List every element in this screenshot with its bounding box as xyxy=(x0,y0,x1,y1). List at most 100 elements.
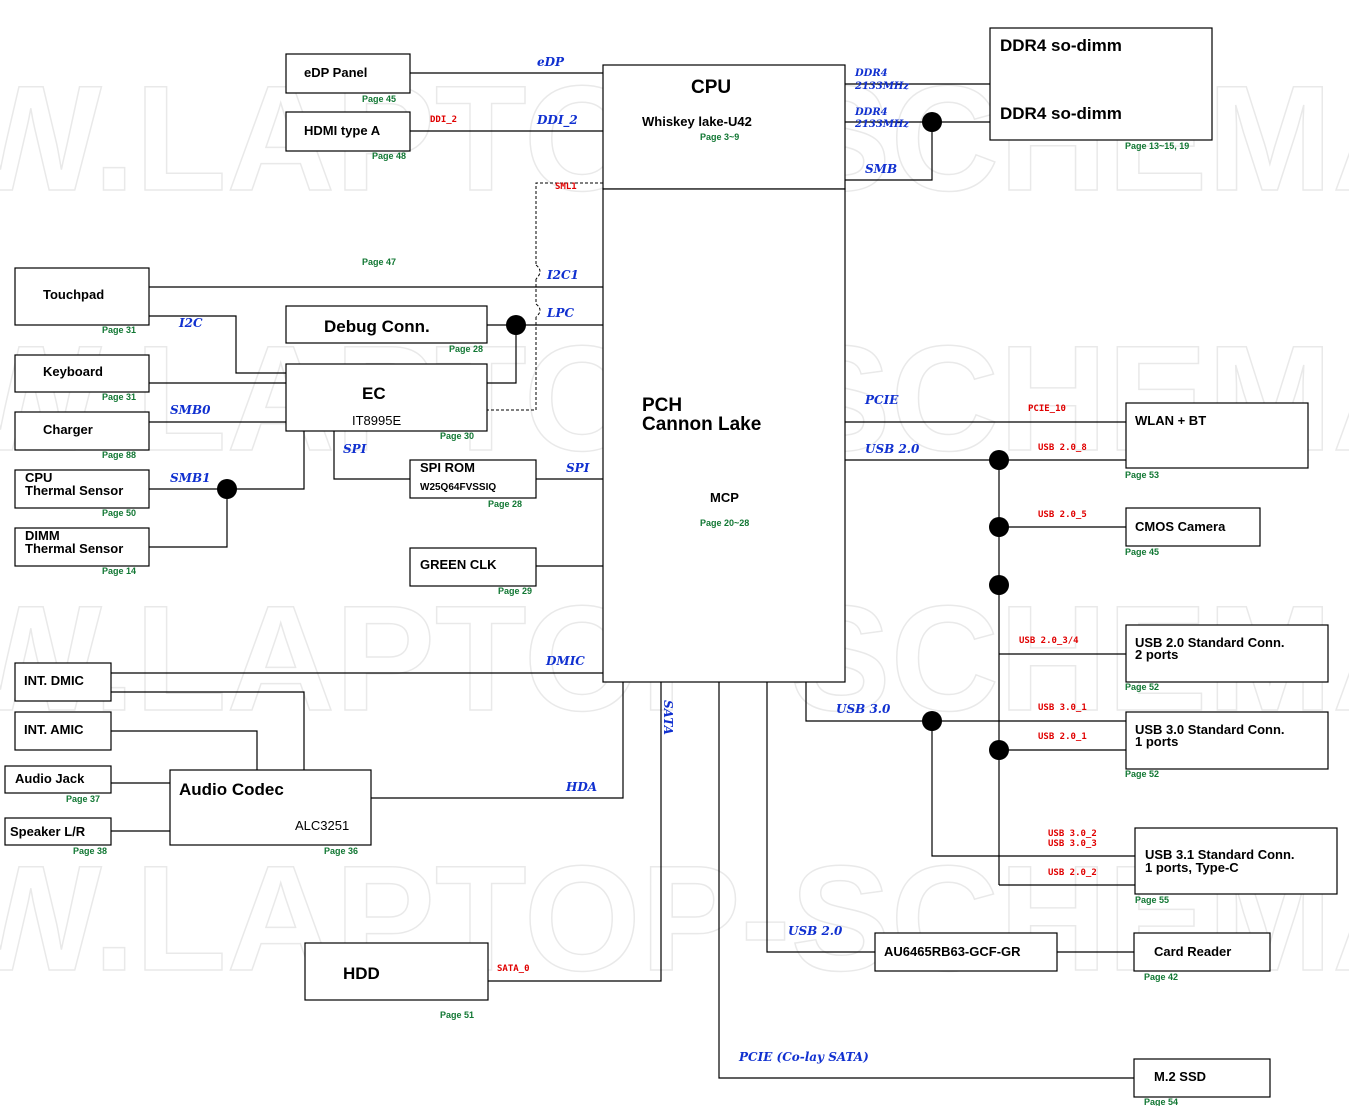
usb20-conn-page: Page 52 xyxy=(1125,682,1159,692)
junction-dot xyxy=(989,450,1009,470)
bus-pcie-m2: PCIE (Co-lay SATA) xyxy=(738,1050,869,1064)
cmos-camera-label: CMOS Camera xyxy=(1135,519,1226,534)
junctions xyxy=(217,112,1009,760)
sig-usb303: USB 3.0_3 xyxy=(1048,839,1097,849)
bus-ddr4-b: DDR4 xyxy=(854,107,888,118)
usb30-conn-block: USB 3.0 Standard Conn. 1 ports Page 52 xyxy=(1125,711,1329,779)
speaker-label: Speaker L/R xyxy=(10,824,86,839)
touchpad-page: Page 31 xyxy=(102,325,136,335)
sig-sata0: SATA_0 xyxy=(497,964,530,974)
bus-ddr4-a-speed: 2133MHz xyxy=(854,81,909,92)
m2-ssd-label: M.2 SSD xyxy=(1154,1069,1206,1084)
dimm-thermal-line1: DIMM xyxy=(25,528,60,543)
bus-sata: SATA xyxy=(661,700,675,735)
bus-i2c1: I2C1 xyxy=(546,268,579,282)
speaker-block: Speaker L/R Page 38 xyxy=(4,817,112,856)
charger-label: Charger xyxy=(43,422,93,437)
charger-page: Page 88 xyxy=(102,450,136,460)
ddr4-block: DDR4 so-dimm DDR4 so-dimm Page 13~15, 19 xyxy=(989,27,1213,151)
bus-ddr4-a: DDR4 xyxy=(854,68,888,79)
card-reader-block: Card Reader Page 42 xyxy=(1133,932,1271,982)
usb20-conn-line2: 2 ports xyxy=(1135,647,1178,662)
hdd-page: Page 51 xyxy=(440,1010,474,1020)
bus-pcie: PCIE xyxy=(864,393,899,407)
sig-sml1: SML1 xyxy=(555,182,577,192)
junction-dot xyxy=(989,517,1009,537)
hdd-label: HDD xyxy=(343,964,380,983)
ddr4-slot-a-label: DDR4 so-dimm xyxy=(1000,36,1122,55)
usb30-conn-line1: USB 3.0 Standard Conn. xyxy=(1135,722,1285,737)
usb30-conn-page: Page 52 xyxy=(1125,769,1159,779)
svg-text:W.LAPTOP-SCHEMATICS.C: W.LAPTOP-SCHEMATICS.C xyxy=(0,834,1349,1002)
audio-jack-label: Audio Jack xyxy=(15,771,85,786)
m2-ssd-page: Page 54 xyxy=(1144,1097,1178,1106)
cpu-name: Whiskey lake-U42 xyxy=(642,114,752,129)
bus-spi-rom: SPI xyxy=(566,461,590,475)
bus-smb0: SMB0 xyxy=(170,403,211,417)
cmos-camera-page: Page 45 xyxy=(1125,547,1159,557)
audio-codec-label: Audio Codec xyxy=(179,780,284,799)
bus-spi-ec: SPI xyxy=(343,442,367,456)
debug-conn-page: Page 28 xyxy=(449,344,483,354)
edp-panel-page: Page 45 xyxy=(362,94,396,104)
speaker-page: Page 38 xyxy=(73,846,107,856)
junction-dot xyxy=(922,711,942,731)
pch-title: PCH xyxy=(642,395,682,416)
bus-usb30: USB 3.0 xyxy=(836,702,891,716)
hdmi-label: HDMI type A xyxy=(304,123,381,138)
usb31-conn-block: USB 3.1 Standard Conn. 1 ports, Type-C P… xyxy=(1134,827,1338,905)
touchpad-block: Touchpad Page 31 xyxy=(14,267,150,335)
green-clk-block: GREEN CLK Page 29 xyxy=(409,547,537,596)
hdmi-page: Page 48 xyxy=(372,151,406,161)
audio-codec-page: Page 36 xyxy=(324,846,358,856)
bus-i2c: I2C xyxy=(178,316,203,330)
wires xyxy=(111,72,1212,1079)
usb20-conn-block: USB 2.0 Standard Conn. 2 ports Page 52 xyxy=(1125,624,1329,692)
charger-block: Charger Page 88 xyxy=(14,411,150,460)
audio-codec-block: Audio Codec ALC3251 Page 36 xyxy=(169,769,372,856)
usb31-conn-line1: USB 3.1 Standard Conn. xyxy=(1145,847,1295,862)
debug-conn-label: Debug Conn. xyxy=(324,317,430,336)
bus-lpc: LPC xyxy=(546,306,574,320)
cpu-thermal-sensor-block: CPU Thermal Sensor Page 50 xyxy=(14,469,150,518)
wlan-bt-page: Page 53 xyxy=(1125,470,1159,480)
int-dmic-block: INT. DMIC xyxy=(14,662,112,702)
audio-jack-page: Page 37 xyxy=(66,794,100,804)
sig-usb302: USB 3.0_2 xyxy=(1048,829,1097,839)
bus-ddi2: DDI_2 xyxy=(536,113,578,128)
pch-mcp: MCP xyxy=(710,490,739,505)
cpu-thermal-line2: Thermal Sensor xyxy=(25,483,123,498)
au6465-label: AU6465RB63-GCF-GR xyxy=(884,944,1021,959)
ec-page: Page 30 xyxy=(440,431,474,441)
touchpad-label: Touchpad xyxy=(43,287,104,302)
junction-dot xyxy=(506,315,526,335)
audio-codec-chip: ALC3251 xyxy=(295,818,349,833)
usb31-conn-page: Page 55 xyxy=(1135,895,1169,905)
usb30-conn-line2: 1 ports xyxy=(1135,734,1178,749)
green-clk-label: GREEN CLK xyxy=(420,557,497,572)
sig-usb202: USB 2.0_2 xyxy=(1048,868,1097,878)
spi-rom-block: SPI ROM W25Q64FVSSIQ Page 28 xyxy=(409,459,537,509)
audio-jack-block: Audio Jack Page 37 xyxy=(4,765,112,804)
junction-dot xyxy=(922,112,942,132)
usb20-conn-line1: USB 2.0 Standard Conn. xyxy=(1135,635,1285,650)
bus-labels: eDP DDI_2 DDR4 2133MHz DDR4 2133MHz SMB … xyxy=(170,55,920,1064)
green-clk-page: Page 29 xyxy=(498,586,532,596)
int-amic-label: INT. AMIC xyxy=(24,722,84,737)
m2-ssd-block: M.2 SSD Page 54 xyxy=(1133,1058,1271,1106)
bus-smb1: SMB1 xyxy=(170,471,210,485)
cpu-title: CPU xyxy=(691,77,731,98)
bus-usb20: USB 2.0 xyxy=(865,442,920,456)
au6465-block: AU6465RB63-GCF-GR xyxy=(874,932,1058,972)
keyboard-page: Page 31 xyxy=(102,392,136,402)
int-dmic-label: INT. DMIC xyxy=(24,673,85,688)
cpu-block: CPU Whiskey lake-U42 Page 3~9 xyxy=(602,64,846,190)
edp-panel-block: eDP Panel Page 45 xyxy=(285,53,411,104)
sig-usb201: USB 2.0_1 xyxy=(1038,732,1087,742)
hdmi-block: HDMI type A Page 48 xyxy=(285,111,411,161)
sig-usb2034: USB 2.0_3/4 xyxy=(1019,636,1079,646)
sig-ddi2: DDI_2 xyxy=(430,115,457,125)
cpu-thermal-line1: CPU xyxy=(25,470,52,485)
